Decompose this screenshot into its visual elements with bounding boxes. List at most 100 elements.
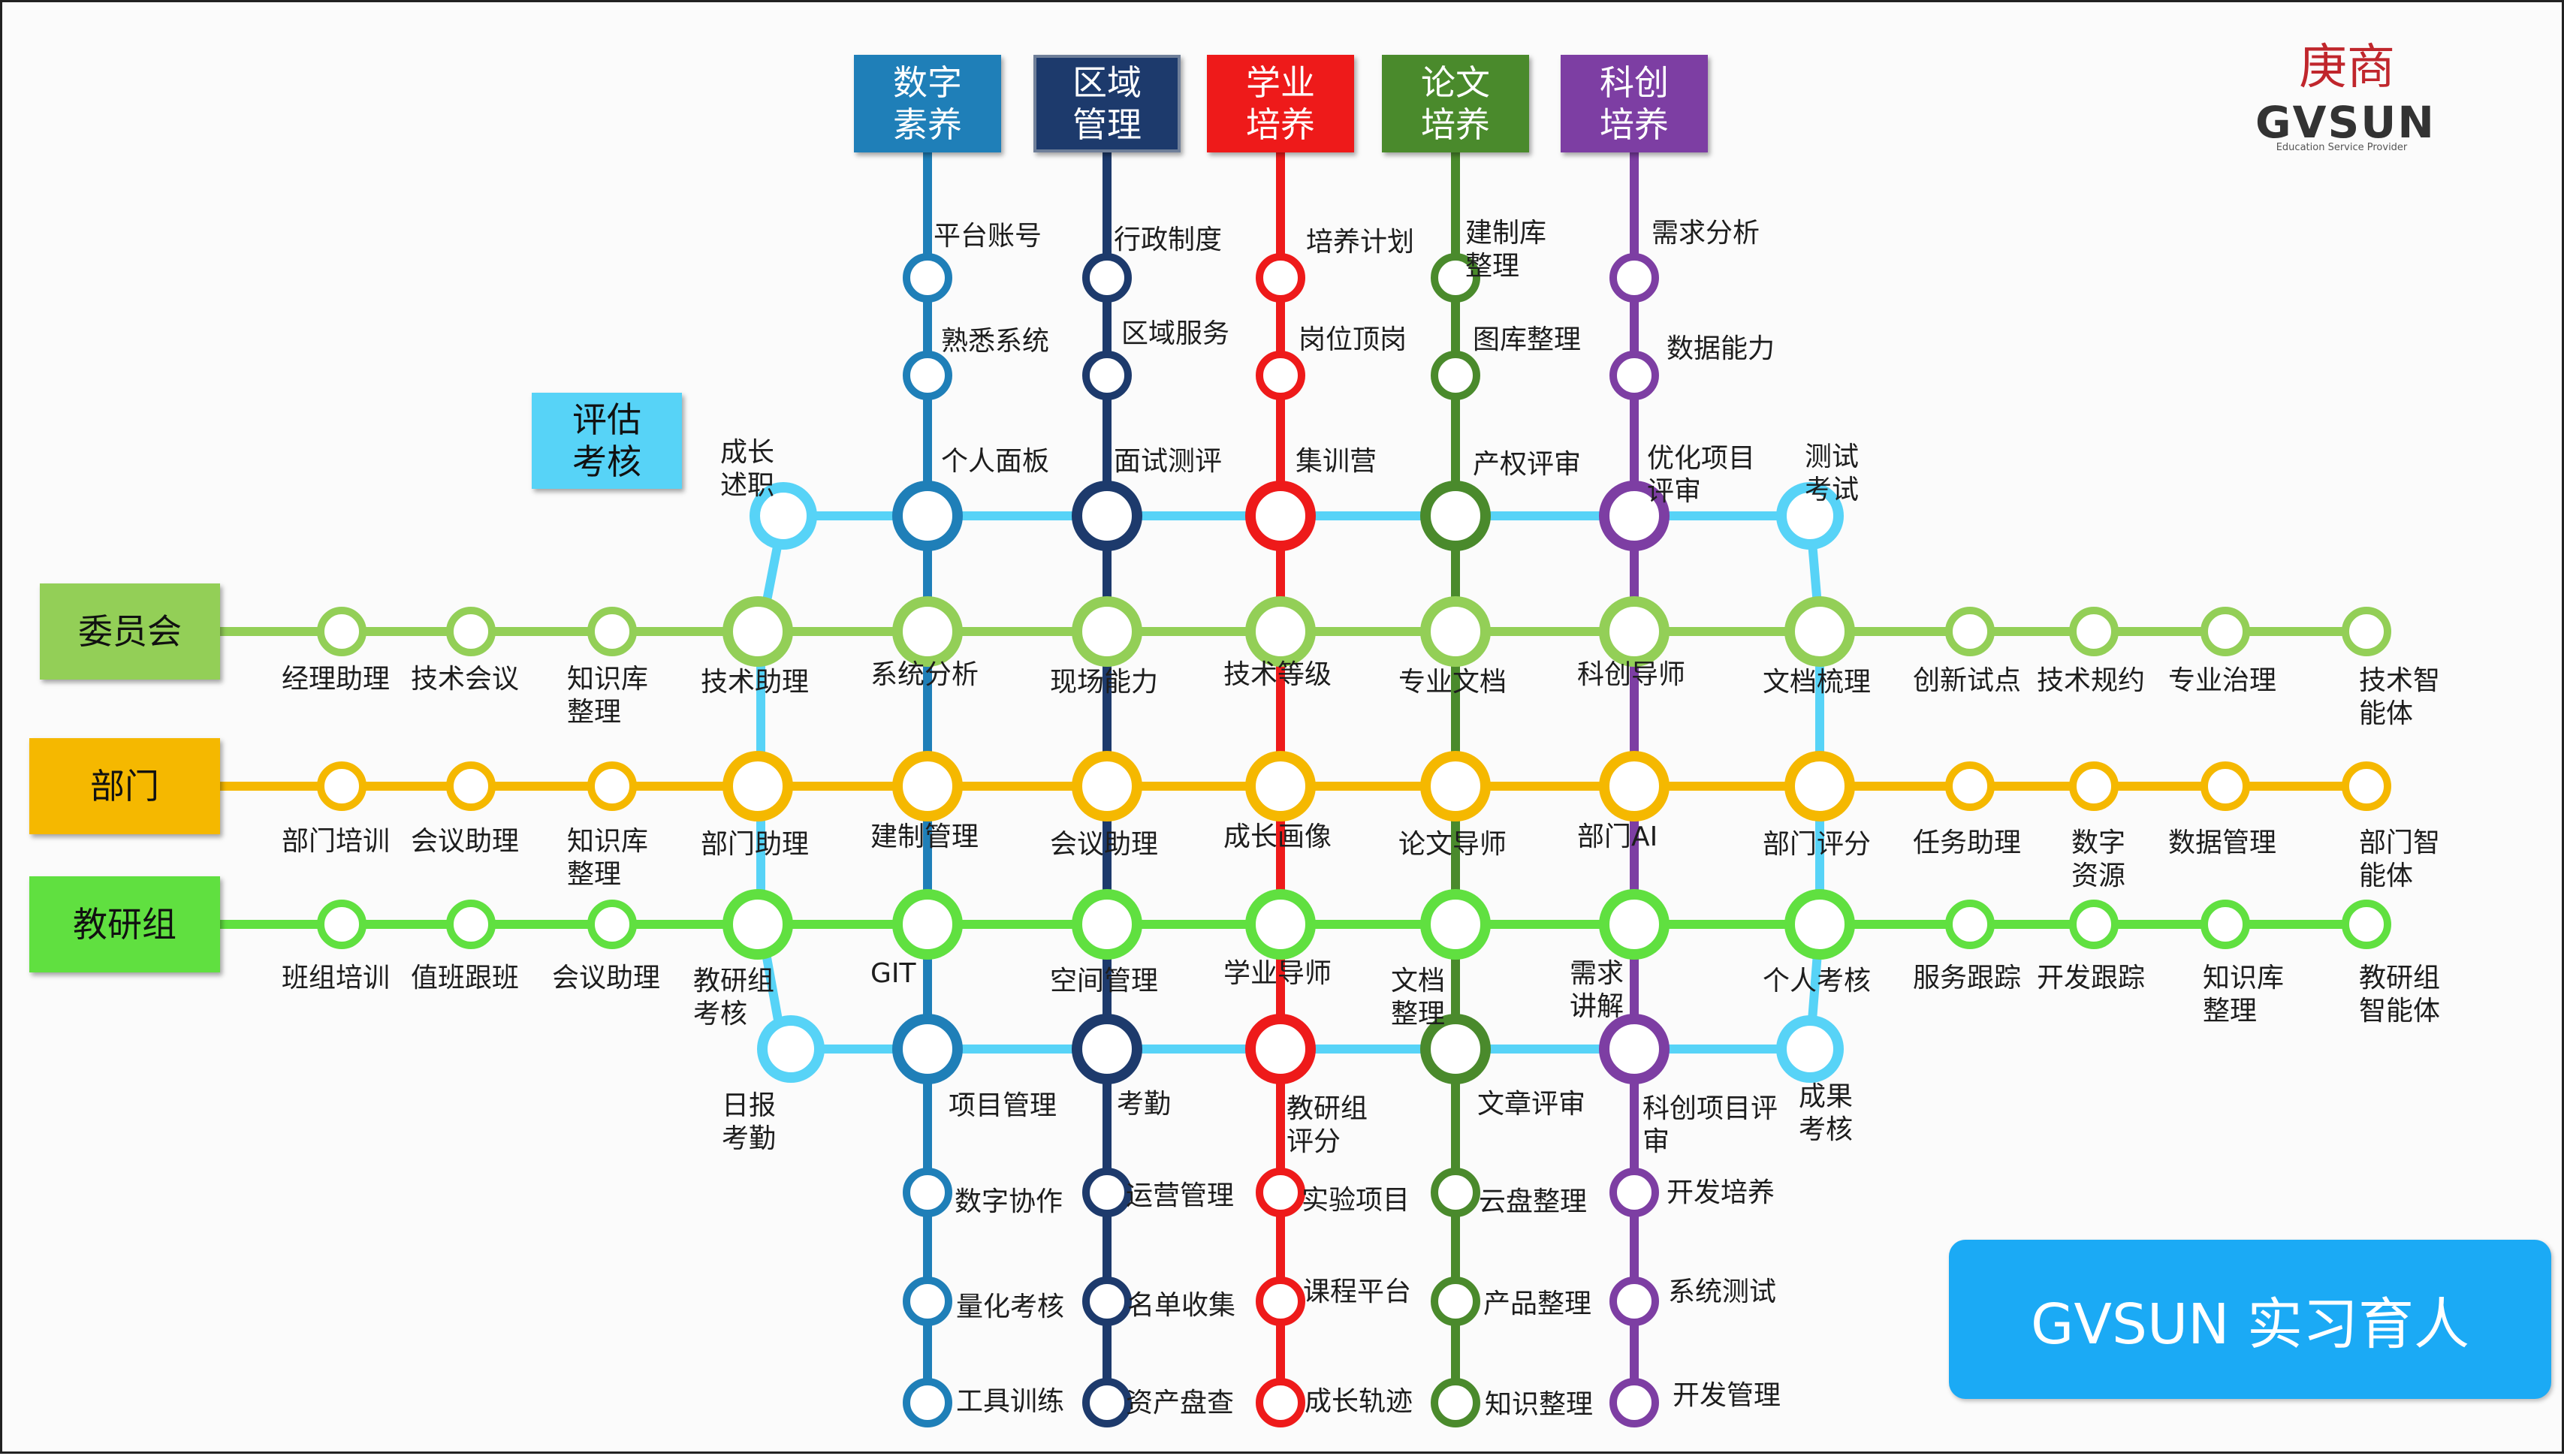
stop-v1-top-1 <box>903 253 952 303</box>
label-r2-left-2: 会议助理 <box>411 826 520 857</box>
label-r3-right-1: 服务跟踪 <box>1913 963 2022 993</box>
column-header-v3-line-1: 学业 <box>1246 62 1315 103</box>
label-r3-mid-6: 需求讲解 <box>1570 958 1624 1022</box>
stop-r2-mid-3 <box>1072 751 1142 821</box>
stop-v2-bottom-3 <box>1082 1277 1132 1326</box>
stop-v5-bottom-2 <box>1609 1168 1659 1217</box>
stop-r3-mid-2 <box>892 889 963 960</box>
logo-subtitle: Education Service Provider <box>2276 142 2408 153</box>
stop-r3-left-3 <box>587 900 637 949</box>
row-title-r3-label: 教研组 <box>73 903 176 945</box>
stop-r1-mid-7 <box>1784 596 1855 667</box>
label-v4-top-1: 建制库整理 <box>1465 218 1547 282</box>
stop-r2-mid-1 <box>722 751 793 821</box>
stop-v2-bottom-4 <box>1082 1378 1132 1427</box>
column-header-v5-line-2: 培养 <box>1600 104 1669 145</box>
stop-v5-top-3 <box>1599 481 1670 551</box>
brand-button[interactable]: GVSUN 实习育人 <box>1949 1240 2551 1399</box>
label-v1-top-3: 个人面板 <box>941 446 1050 477</box>
stop-r2-mid-6 <box>1599 751 1670 821</box>
label-r3-right-2: 开发跟踪 <box>2037 963 2146 993</box>
column-header-v1[interactable]: 数字素养 <box>854 55 1001 152</box>
stop-r3-mid-5 <box>1420 889 1491 960</box>
stop-v4-top-3 <box>1420 481 1491 551</box>
column-header-v5-label: 科创培养 <box>1600 62 1669 146</box>
stop-r1-right-3 <box>2201 607 2250 656</box>
stop-r3-right-1 <box>1945 900 1995 949</box>
stop-r1-right-4 <box>2342 607 2391 656</box>
label-r1-left-3: 知识库整理 <box>567 664 649 728</box>
stop-r3-mid-6 <box>1599 889 1670 960</box>
label-r2-right-2: 数字资源 <box>2071 827 2126 891</box>
stop-r3-right-3 <box>2201 900 2250 949</box>
stop-r1-mid-4 <box>1245 596 1316 667</box>
stop-v5-top-2 <box>1609 351 1659 400</box>
row-title-r1-line-1: 委员会 <box>78 611 182 652</box>
row-title-r3[interactable]: 教研组 <box>29 876 220 972</box>
stop-v1-top-3 <box>892 481 963 551</box>
label-r1-mid-1: 技术助理 <box>701 667 810 698</box>
column-header-v4-label: 论文培养 <box>1421 62 1490 146</box>
stop-r1-right-1 <box>1945 607 1995 656</box>
eval-header[interactable]: 评估考核 <box>532 393 682 489</box>
stop-v1-bottom-4 <box>903 1378 952 1427</box>
column-header-v3[interactable]: 学业培养 <box>1207 55 1354 152</box>
stop-v2-top-1 <box>1082 253 1132 303</box>
eval-header-label: 评估考核 <box>572 399 641 483</box>
row-title-r1[interactable]: 委员会 <box>40 583 220 680</box>
label-r1-right-4: 技术智能体 <box>2359 665 2441 729</box>
column-header-v2-line-2: 管理 <box>1072 104 1142 145</box>
stop-r1-mid-6 <box>1599 596 1670 667</box>
column-header-v1-line-1: 数字 <box>893 62 962 103</box>
label-v1-top-2: 熟悉系统 <box>941 326 1050 357</box>
stop-v3-bottom-1 <box>1245 1014 1316 1084</box>
column-header-v2[interactable]: 区域管理 <box>1033 55 1181 152</box>
stop-r2-mid-2 <box>892 751 963 821</box>
stop-v1-bottom-3 <box>903 1277 952 1326</box>
label-v1-bottom-1: 项目管理 <box>949 1090 1057 1121</box>
label-r1-right-1: 创新试点 <box>1913 665 2022 696</box>
label-r1-right-3: 专业治理 <box>2168 665 2277 696</box>
stop-v1-bottom-2 <box>903 1168 952 1217</box>
label-v2-bottom-2: 运营管理 <box>1126 1180 1235 1211</box>
stop-v3-bottom-2 <box>1256 1168 1305 1217</box>
stop-v5-top-1 <box>1609 253 1659 303</box>
label-r1-mid-7: 文档梳理 <box>1763 667 1872 698</box>
stop-r2-right-4 <box>2342 761 2391 811</box>
stop-r1-left-1 <box>317 607 367 656</box>
label-v1-bottom-4: 工具训练 <box>956 1386 1065 1417</box>
stop-r2-mid-7 <box>1784 751 1855 821</box>
label-r3-mid-7: 个人考核 <box>1763 966 1872 996</box>
row-title-r2-label: 部门 <box>90 765 159 807</box>
column-header-v5[interactable]: 科创培养 <box>1561 55 1708 152</box>
stop-v2-bottom-2 <box>1082 1168 1132 1217</box>
column-header-v4[interactable]: 论文培养 <box>1382 55 1529 152</box>
stop-v1-bottom-1 <box>892 1014 963 1084</box>
stop-r1-left-3 <box>587 607 637 656</box>
stop-eval-top-left <box>750 482 817 550</box>
stop-r2-right-2 <box>2069 761 2119 811</box>
label-v3-top-1: 培养计划 <box>1306 227 1415 258</box>
label-r3-right-3: 知识库整理 <box>2203 963 2285 1026</box>
label-r3-right-4: 教研组智能体 <box>2359 963 2441 1026</box>
label-eval-top-left: 成长述职 <box>720 437 775 501</box>
label-r3-mid-4: 学业导师 <box>1223 958 1332 989</box>
label-r2-mid-7: 部门评分 <box>1763 829 1872 860</box>
stop-r2-left-2 <box>446 761 496 811</box>
stop-v3-top-1 <box>1256 253 1305 303</box>
column-header-v2-label: 区域管理 <box>1072 62 1142 146</box>
label-r2-left-3: 知识库整理 <box>567 826 649 890</box>
stop-eval-top-right <box>1776 482 1844 550</box>
label-v4-bottom-3: 产品整理 <box>1483 1289 1592 1319</box>
label-v2-top-2: 区域服务 <box>1121 318 1230 349</box>
stop-r2-left-1 <box>317 761 367 811</box>
stop-v1-top-2 <box>903 351 952 400</box>
stop-r1-mid-3 <box>1072 596 1142 667</box>
label-r1-mid-6: 科创导师 <box>1577 659 1686 690</box>
stop-v3-bottom-4 <box>1256 1378 1305 1427</box>
label-v3-bottom-4: 成长轨迹 <box>1305 1386 1413 1417</box>
label-v4-bottom-1: 文章评审 <box>1477 1089 1586 1120</box>
row-title-r2[interactable]: 部门 <box>29 738 220 834</box>
label-eval-top-right: 测试考试 <box>1805 442 1860 505</box>
column-header-v1-label: 数字素养 <box>893 62 962 146</box>
